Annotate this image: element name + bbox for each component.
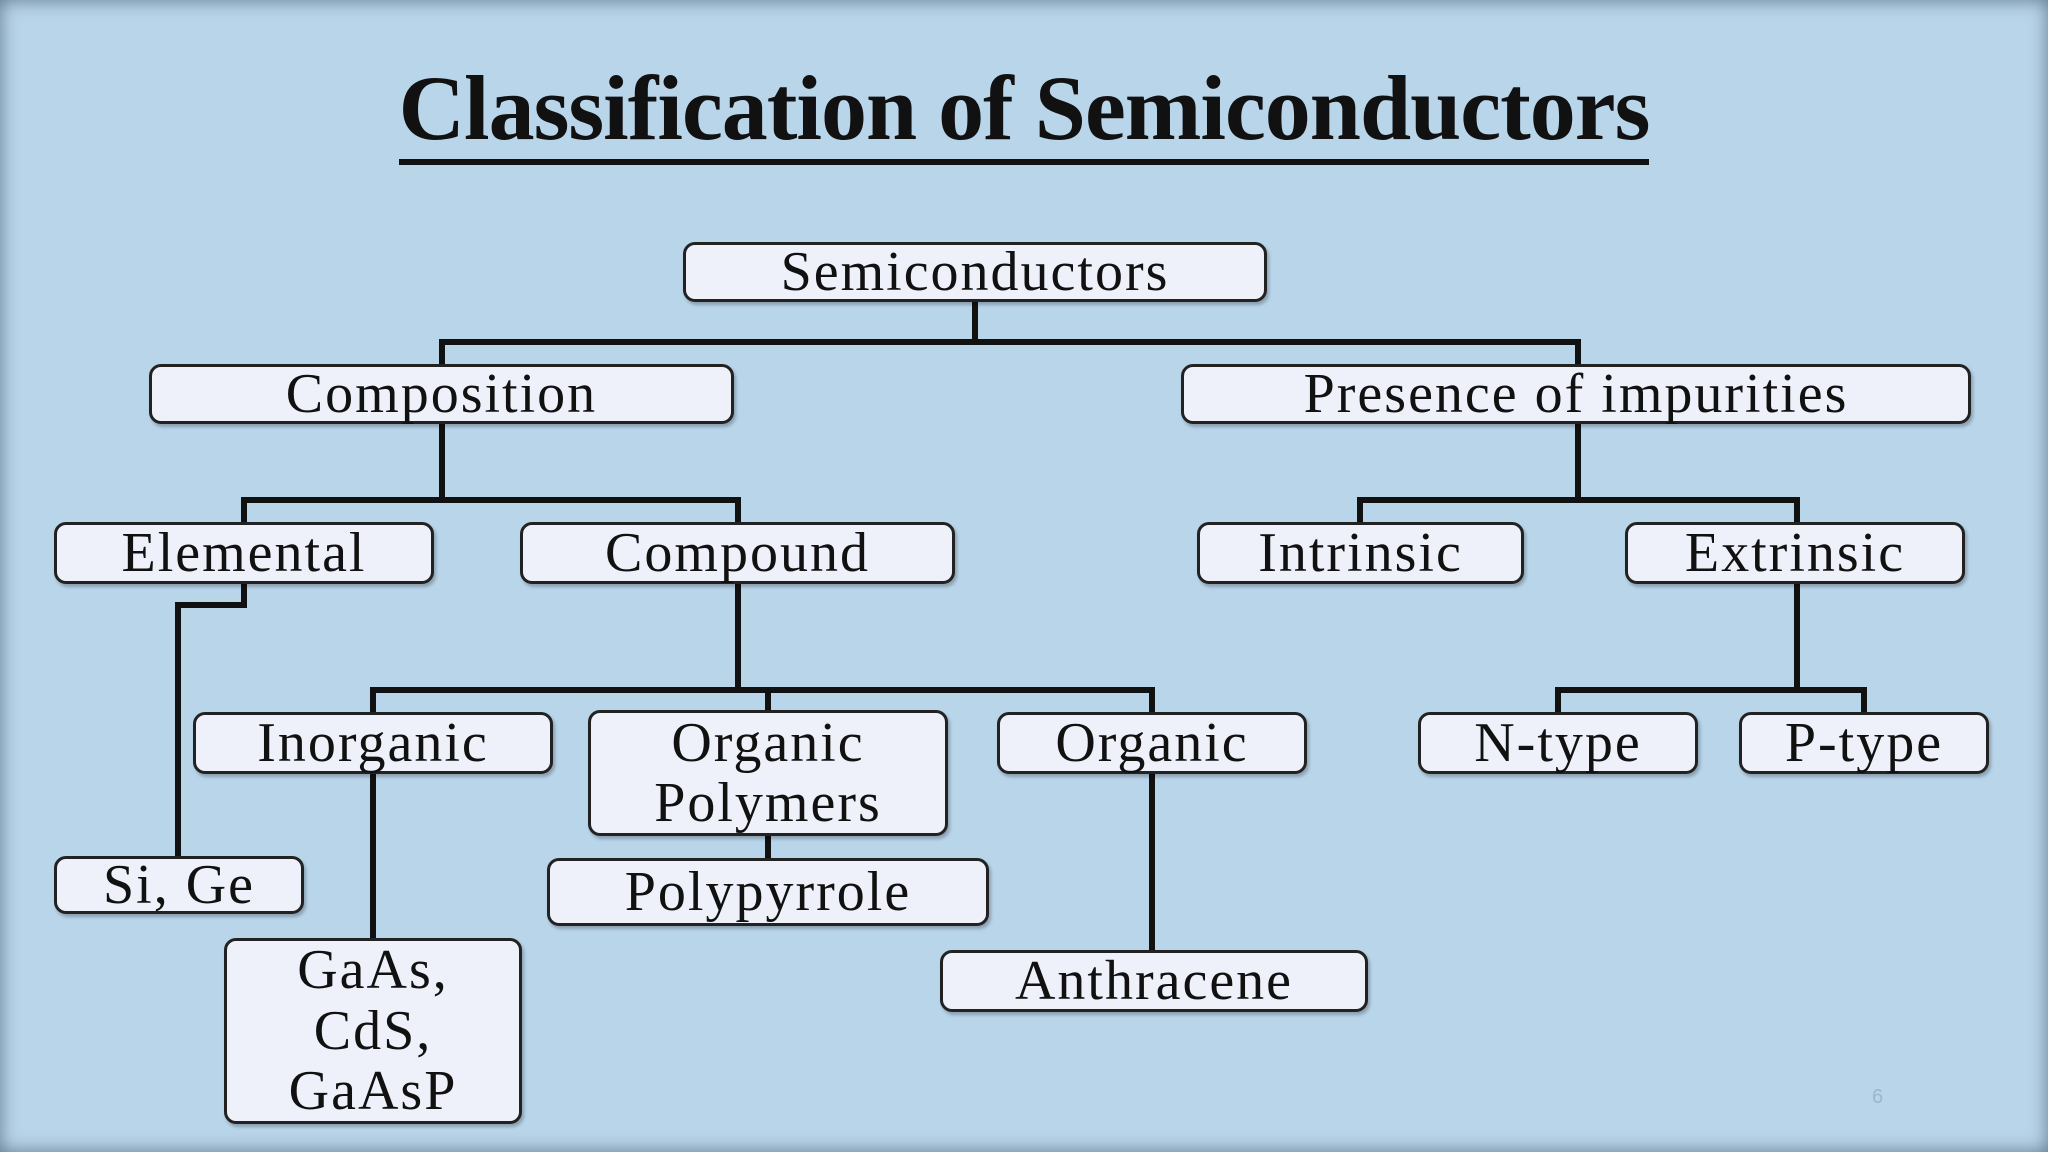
node-intrinsic: Intrinsic xyxy=(1197,522,1524,584)
node-anthracene: Anthracene xyxy=(940,950,1368,1012)
node-composition: Composition xyxy=(149,364,734,424)
node-organic: Organic xyxy=(997,712,1307,774)
node-compound: Compound xyxy=(520,522,955,584)
node-organic-polymers: Organic Polymers xyxy=(588,710,948,836)
node-inorganic: Inorganic xyxy=(193,712,553,774)
node-gaas-cds-gaasp: GaAs, CdS, GaAsP xyxy=(224,938,522,1124)
node-n-type: N-type xyxy=(1418,712,1698,774)
node-presence-of-impurities: Presence of impurities xyxy=(1181,364,1971,424)
node-p-type: P-type xyxy=(1739,712,1989,774)
slide-title: Classification of Semiconductors xyxy=(0,58,2048,165)
node-elemental: Elemental xyxy=(54,522,434,584)
node-semiconductors: Semiconductors xyxy=(683,242,1267,302)
page-number: 6 xyxy=(1872,1086,1884,1108)
node-si-ge: Si, Ge xyxy=(54,855,304,915)
node-extrinsic: Extrinsic xyxy=(1625,522,1965,584)
node-polypyrrole: Polypyrrole xyxy=(547,858,989,926)
